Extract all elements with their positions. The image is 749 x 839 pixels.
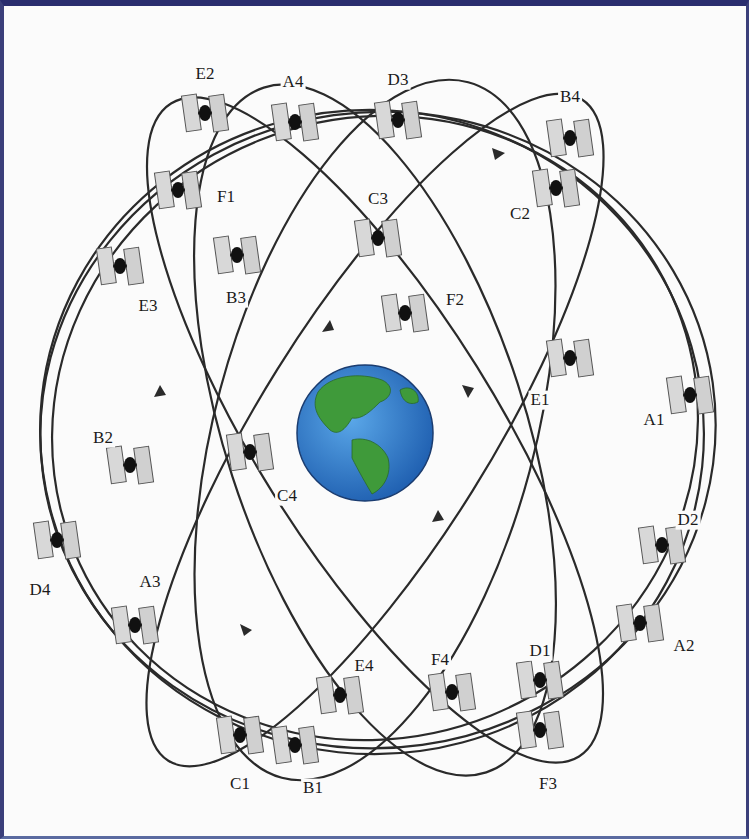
satellite-label: B2: [91, 429, 115, 448]
satellite-label: F3: [537, 775, 559, 794]
satellite-label: A3: [138, 573, 163, 592]
satellite-label: C1: [228, 775, 252, 794]
satellite-label: C3: [366, 190, 390, 209]
satellite-label: F4: [429, 651, 451, 670]
satellite-label: A1: [642, 411, 667, 430]
satellite-label: B3: [224, 289, 248, 308]
satellite-label: E4: [353, 657, 376, 676]
satellite-label: F1: [215, 188, 237, 207]
satellite-label: B1: [301, 779, 325, 798]
satellite-label: D1: [528, 642, 553, 661]
satellite-label: B4: [558, 88, 582, 107]
satellite-label: E2: [194, 65, 217, 84]
satellite-label: A4: [281, 73, 306, 92]
satellite-label: F2: [444, 291, 466, 310]
satellite-label: D3: [386, 71, 411, 90]
satellite-label: D2: [676, 511, 701, 530]
satellite-label: E1: [529, 391, 552, 410]
satellite-label: C4: [275, 487, 299, 506]
satellite-label: C2: [508, 205, 532, 224]
satellite-label: A2: [672, 637, 697, 656]
satellite-label: E3: [137, 297, 160, 316]
satellite-label: D4: [28, 581, 53, 600]
